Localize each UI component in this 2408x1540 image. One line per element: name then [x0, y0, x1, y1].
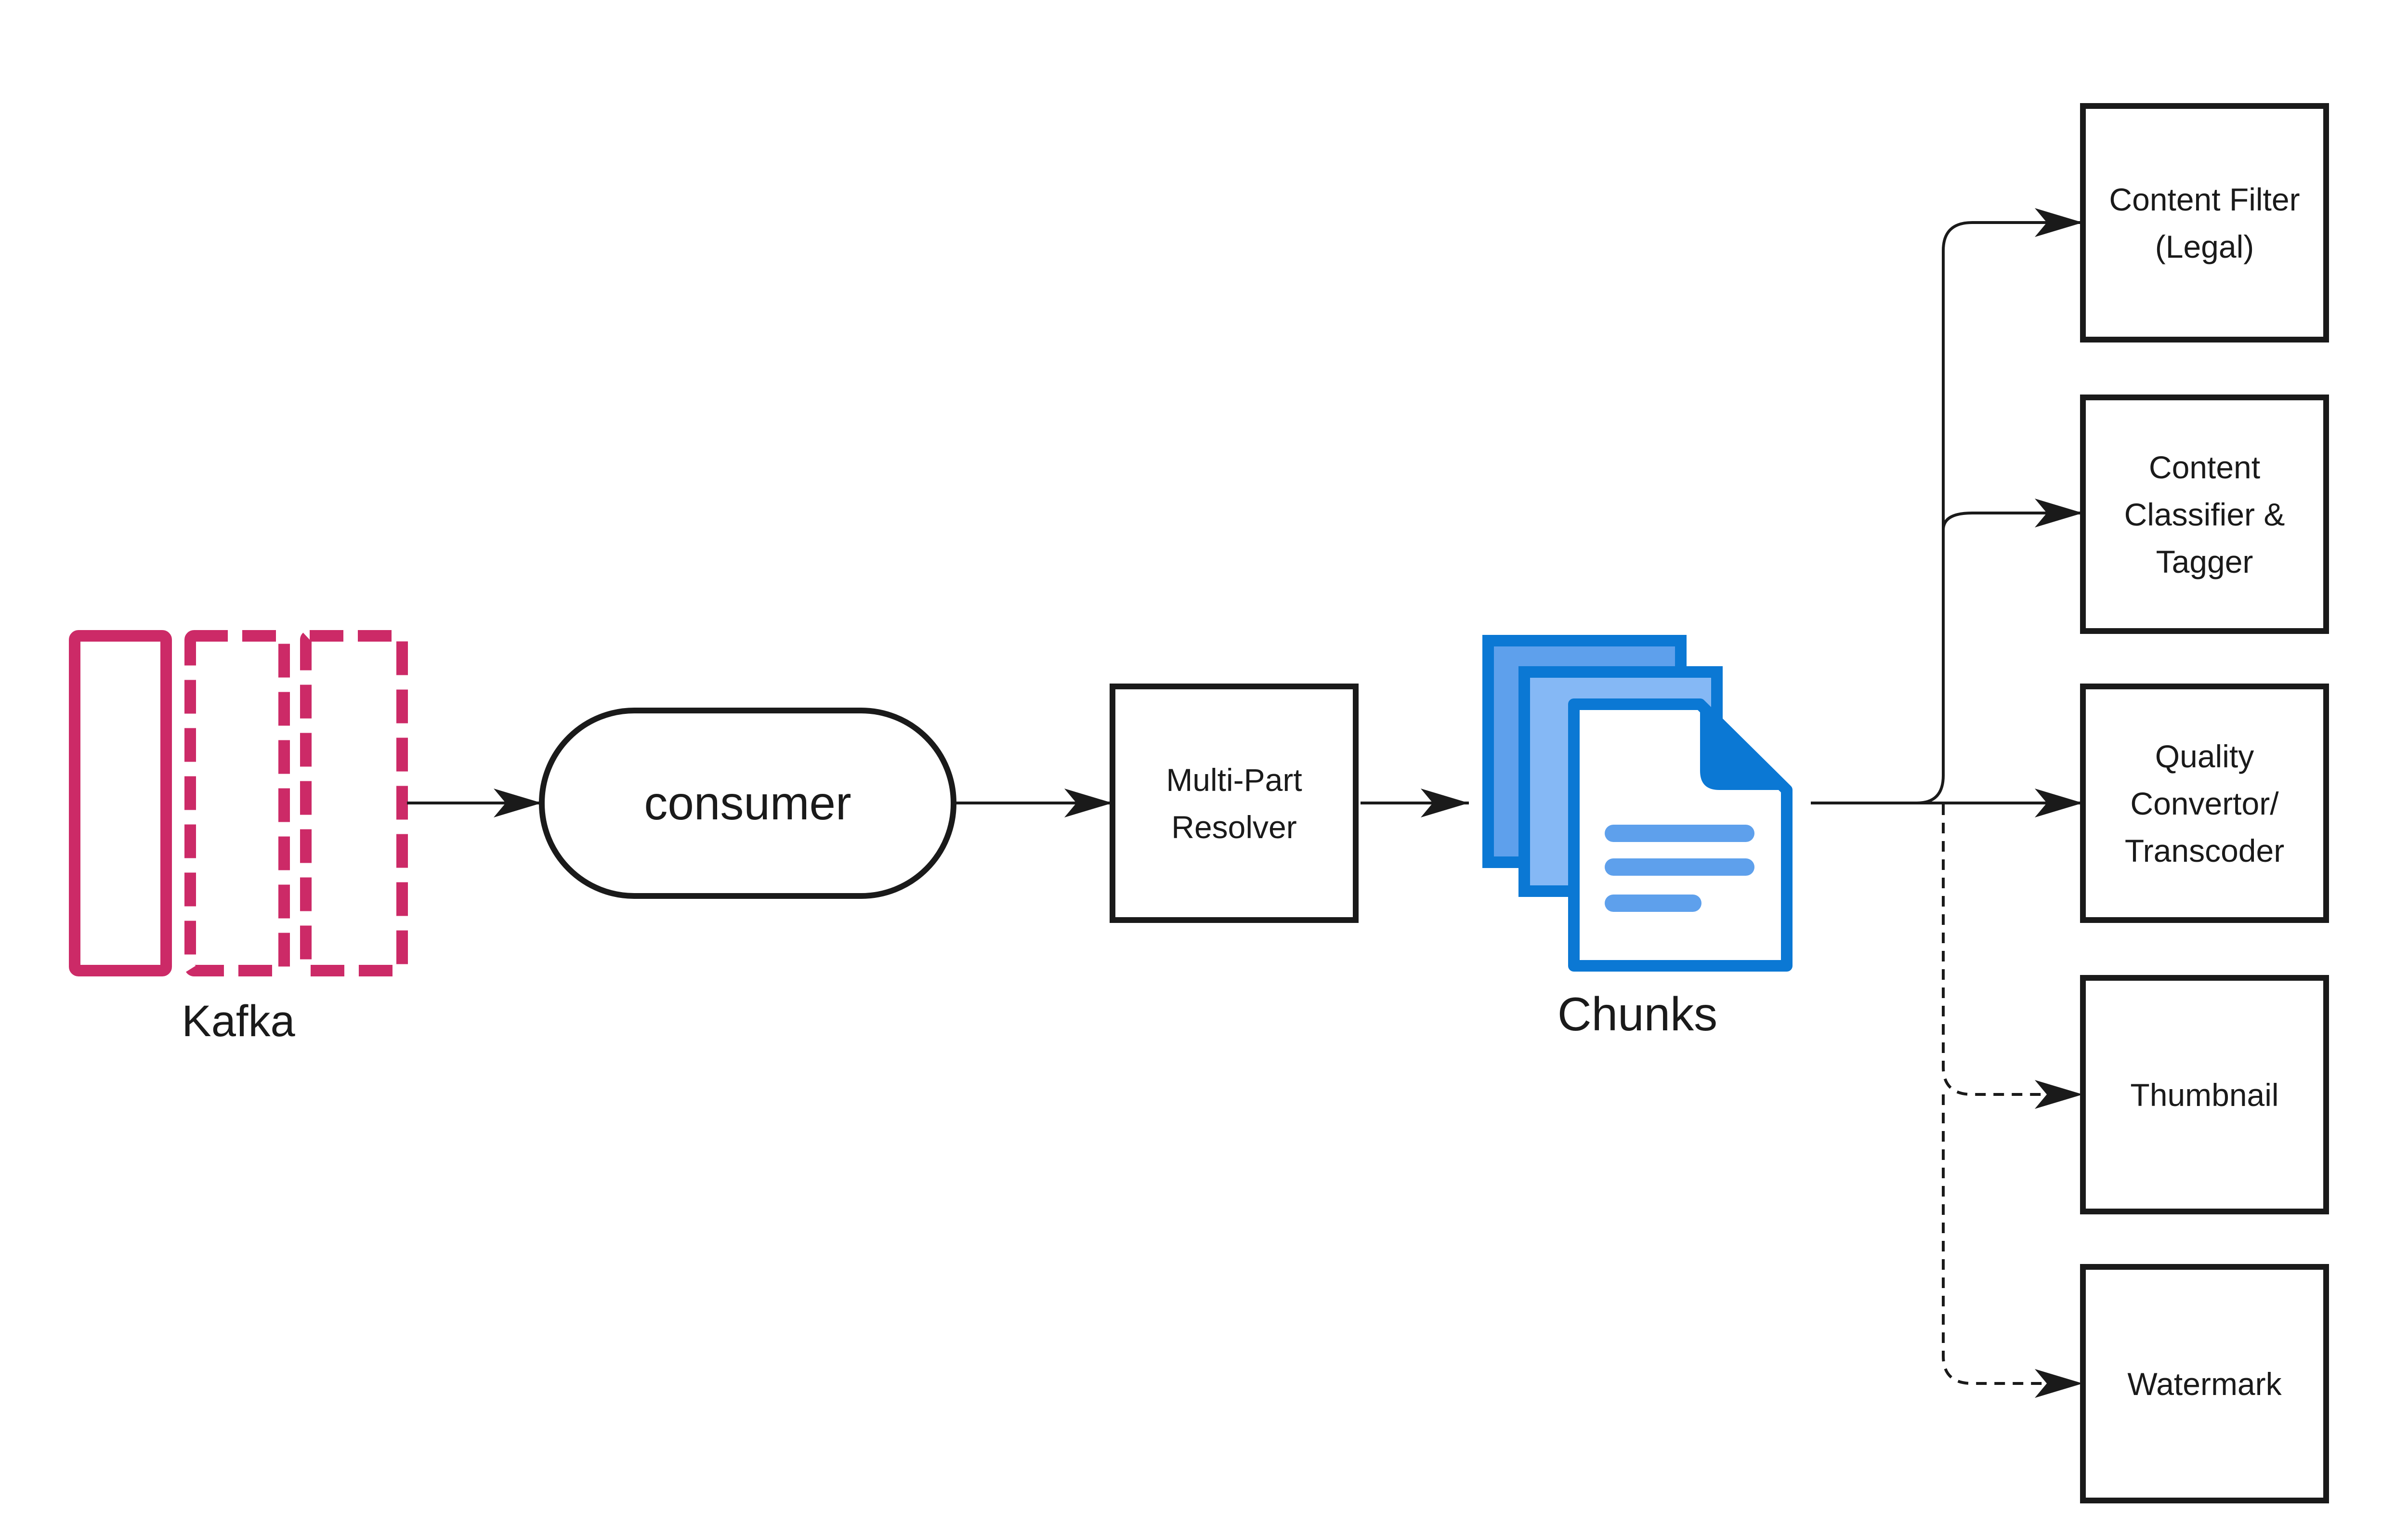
- doc-front-fold: [1700, 704, 1787, 790]
- documents-stack-icon: [1482, 635, 1793, 972]
- consumer-label: consumer: [644, 777, 851, 829]
- resolver-label: Multi-Part Resolver: [1166, 762, 1302, 845]
- edge-chunks-watermark: [1942, 1094, 2083, 1398]
- watermark-label: Watermark: [2127, 1366, 2282, 1402]
- quality-box: [2080, 684, 2329, 923]
- chunks-label: Chunks: [1557, 987, 1718, 1040]
- kafka-partitions-icon: [69, 630, 408, 976]
- content-filter-label: Content Filter (Legal): [2109, 181, 2300, 264]
- edge-chunks-classifier: [1942, 499, 2083, 530]
- quality-label: Quality Convertor/ Transcoder: [2124, 738, 2285, 869]
- kafka-label: Kafka: [182, 996, 295, 1046]
- classifier-box: [2080, 395, 2329, 634]
- resolver-box: [1110, 684, 1359, 923]
- classifier-label: Content Classifier & Tagger: [2124, 449, 2285, 579]
- kafka-partition-dashed-1: [184, 630, 290, 976]
- thumbnail-label: Thumbnail: [2130, 1077, 2279, 1113]
- thumbnail-box: [2080, 975, 2329, 1214]
- kafka-partition-solid: [69, 630, 172, 976]
- edge-chunks-content-filter: [1916, 208, 2083, 804]
- watermark-box: [2080, 1264, 2329, 1503]
- kafka-partition-dashed-2: [300, 630, 408, 976]
- edge-chunks-thumbnail: [1942, 804, 2083, 1109]
